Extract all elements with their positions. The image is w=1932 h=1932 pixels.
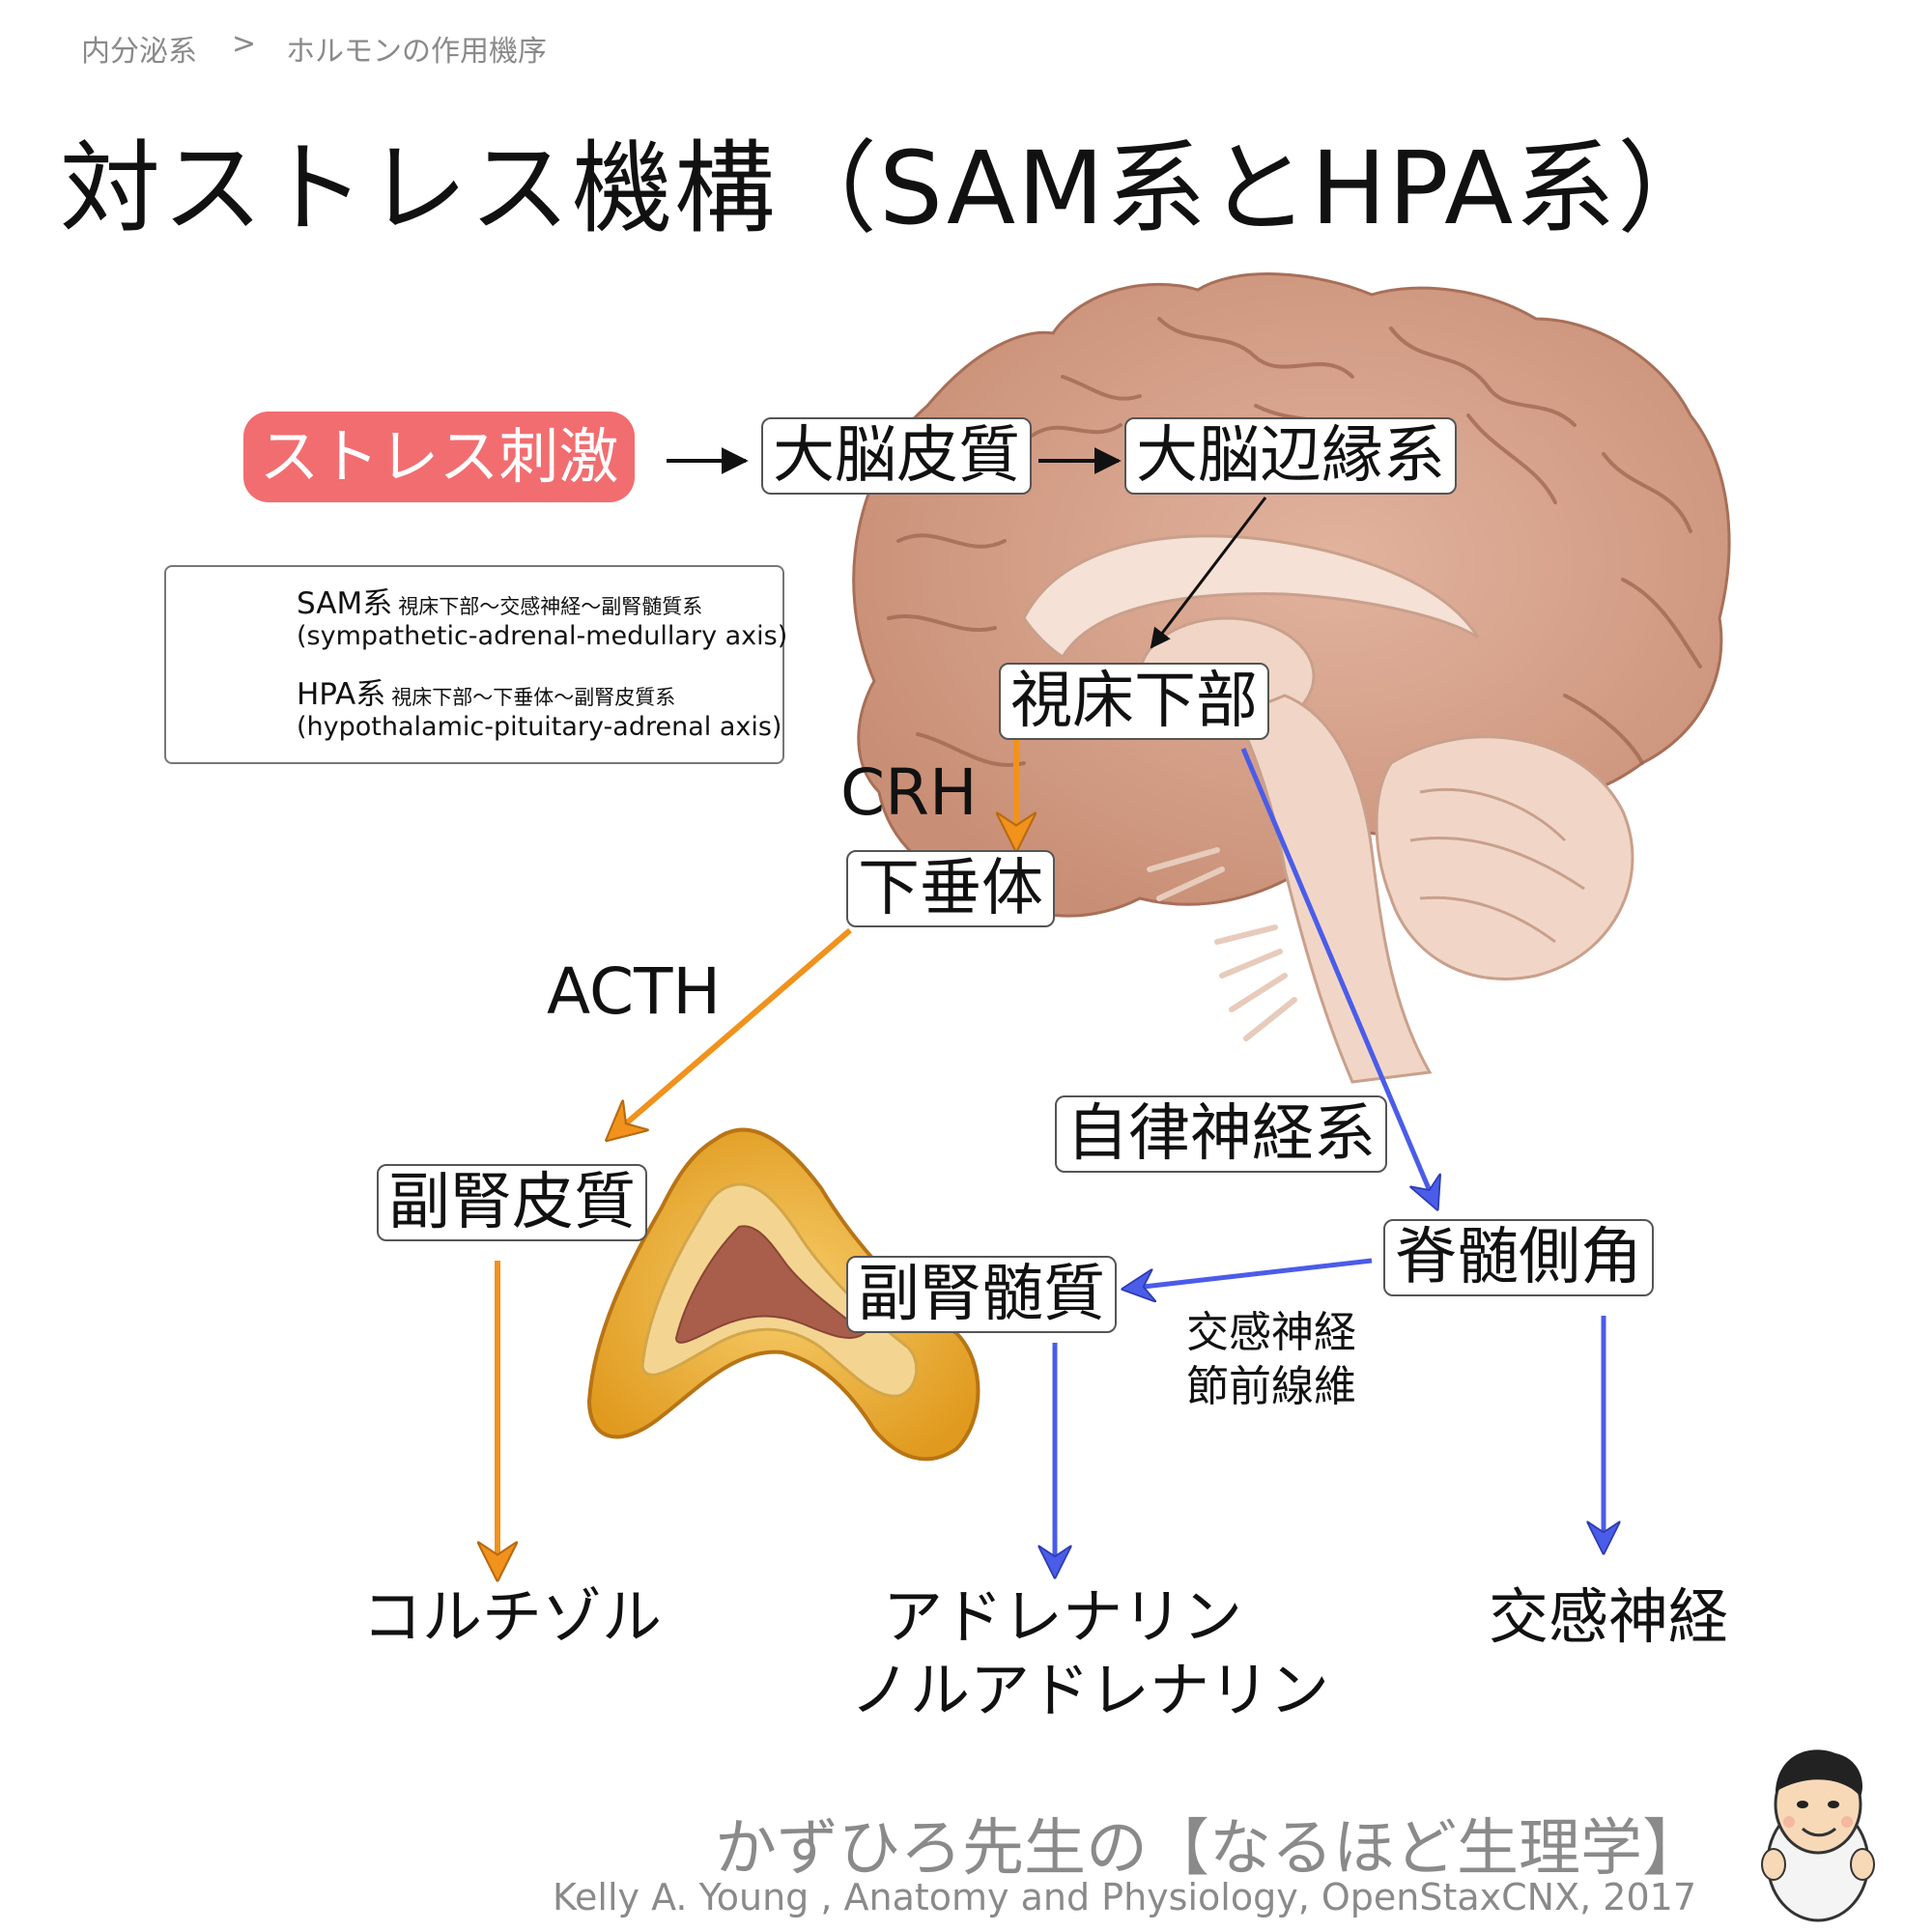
label-autonomic-nervous-system: 自律神経系 — [1055, 1095, 1387, 1173]
node-adrenal-cortex: 副腎皮質 — [377, 1164, 647, 1241]
legend-hpa-name: HPA系 — [297, 677, 386, 712]
node-spinal-lateral-horn: 脊髄側角 — [1383, 1219, 1654, 1296]
output-sympathetic-nerve: 交感神経 — [1488, 1581, 1728, 1652]
arrow-hypothalamus-to-spinal-horn — [1240, 748, 1433, 1198]
legend-hpa-path: 視床下部〜下垂体〜副腎皮質系 — [391, 686, 676, 709]
arrow-limbic-to-hypothalamus — [1150, 497, 1267, 649]
footer-brand: かずひろ先生の【なるほど生理学】 — [715, 1813, 1704, 1885]
label-crh: CRH — [840, 755, 978, 830]
flow-arrows — [497, 447, 1604, 1565]
legend-sam-english: (sympathetic-adrenal-medullary axis) — [297, 621, 788, 651]
label-preganglionic-line1: 交感神経 — [1186, 1308, 1356, 1357]
legend: SAM系視床下部〜交感神経〜副腎髄質系 (sympathetic-adrenal… — [164, 565, 788, 764]
node-pituitary: 下垂体 — [846, 850, 1055, 927]
legend-sam-name: SAM系 — [297, 586, 393, 621]
legend-hpa-title: HPA系視床下部〜下垂体〜副腎皮質系 — [297, 669, 675, 713]
output-cortisol: コルチゾル — [362, 1581, 663, 1652]
page-title: 対ストレス機構（SAM系とHPA系） — [60, 129, 1720, 247]
footer-credit: Kelly A. Young , Anatomy and Physiology,… — [553, 1876, 1696, 1918]
label-acth: ACTH — [547, 954, 722, 1029]
output-noradrenaline: ノルアドレナリン — [850, 1655, 1330, 1725]
arrow-pituitary-to-adrenal-cortex — [618, 927, 852, 1130]
output-adrenaline-group: アドレナリン ノルアドレナリン — [850, 1580, 1330, 1727]
node-limbic-system: 大脳辺縁系 — [1124, 417, 1457, 495]
arrow-spinal-horn-to-adrenal-medulla — [1135, 1258, 1373, 1288]
node-adrenal-medulla: 副腎髄質 — [846, 1256, 1117, 1333]
node-hypothalamus: 視床下部 — [999, 663, 1269, 740]
breadcrumb-section[interactable]: 内分泌系 — [81, 35, 197, 69]
author-avatar — [1761, 1749, 1875, 1922]
label-preganglionic-line2: 節前線維 — [1186, 1362, 1356, 1411]
adrenal-gland-illustration — [586, 1127, 980, 1462]
node-cerebral-cortex: 大脳皮質 — [761, 417, 1032, 495]
brain-illustration — [852, 272, 1731, 1084]
breadcrumb-separator: > — [232, 27, 257, 61]
label-preganglionic: 交感神経 節前線維 — [1186, 1306, 1356, 1414]
legend-sam-path: 視床下部〜交感神経〜副腎髄質系 — [398, 595, 703, 618]
legend-hpa-english: (hypothalamic-pituitary-adrenal axis) — [297, 712, 782, 742]
node-stress-stimulus: ストレス刺激 — [243, 412, 635, 502]
output-adrenaline: アドレナリン — [882, 1581, 1242, 1652]
breadcrumb-page[interactable]: ホルモンの作用機序 — [286, 35, 547, 69]
legend-sam-title: SAM系視床下部〜交感神経〜副腎髄質系 — [297, 579, 702, 622]
